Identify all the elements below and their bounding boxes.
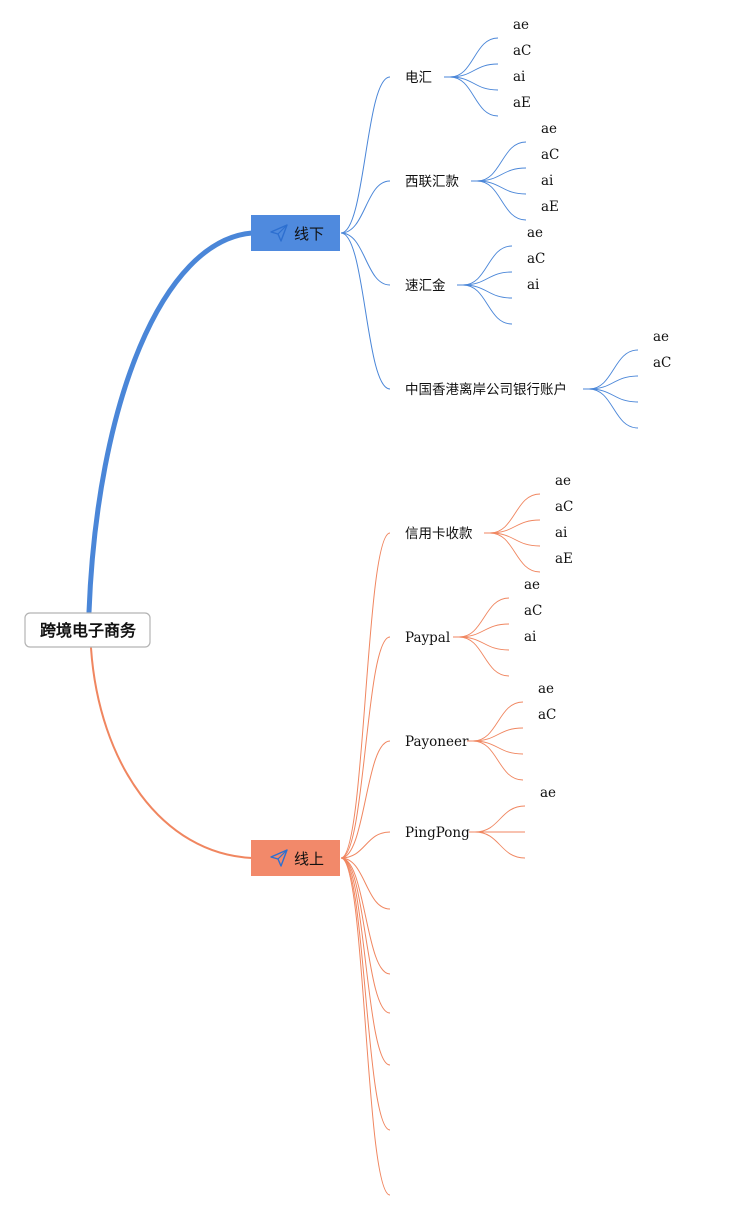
branch-node-online[interactable]: 线上 bbox=[251, 840, 340, 876]
leaf-label[interactable]: ai bbox=[555, 525, 568, 541]
leaf-label[interactable]: aC bbox=[513, 43, 531, 59]
leaf-line bbox=[449, 76, 499, 91]
leaf-line bbox=[458, 597, 510, 638]
leaf-label[interactable]: ai bbox=[541, 173, 554, 189]
leaf-label[interactable]: ae bbox=[540, 785, 556, 801]
send-icon bbox=[270, 224, 288, 242]
sub-branch-line bbox=[340, 636, 391, 859]
leaf-line bbox=[462, 271, 513, 286]
leaf-line bbox=[458, 636, 510, 677]
leaf-label[interactable]: ae bbox=[541, 121, 557, 137]
sub-branch-line bbox=[340, 831, 391, 859]
sub-branch-line bbox=[340, 180, 391, 234]
sub-branch-line bbox=[340, 857, 391, 1131]
sub-branch-line bbox=[340, 857, 391, 1066]
leaf-label[interactable]: aE bbox=[541, 199, 559, 215]
leaf-label[interactable]: aC bbox=[524, 603, 542, 619]
branch-node-box bbox=[251, 840, 340, 876]
sub-topic-label[interactable]: 中国香港离岸公司银行账户 bbox=[405, 381, 567, 398]
leaf-line bbox=[462, 245, 513, 286]
sub-topic-label[interactable]: Payoneer bbox=[405, 734, 469, 750]
main-branch-line bbox=[86, 230, 255, 615]
leaf-line bbox=[489, 532, 541, 547]
connector-lines bbox=[86, 37, 639, 1196]
leaf-label[interactable]: ai bbox=[527, 277, 540, 293]
leaf-line bbox=[476, 180, 527, 221]
leaf-label[interactable]: ae bbox=[513, 17, 529, 33]
main-branch-line bbox=[90, 647, 253, 859]
leaf-line bbox=[472, 740, 524, 781]
leaf-label[interactable]: ai bbox=[524, 629, 537, 645]
leaf-line bbox=[588, 375, 639, 390]
sub-topic-label[interactable]: PingPong bbox=[405, 825, 470, 841]
leaf-line bbox=[462, 284, 513, 325]
branch-node-box bbox=[251, 215, 340, 251]
leaf-line bbox=[458, 636, 510, 651]
leaf-label[interactable]: ae bbox=[527, 225, 543, 241]
sub-branch-line bbox=[340, 232, 391, 390]
leaf-label[interactable]: ae bbox=[538, 681, 554, 697]
leaf-label[interactable]: ae bbox=[653, 329, 669, 345]
sub-branch-line bbox=[340, 857, 391, 975]
send-icon bbox=[270, 849, 288, 867]
sub-branch-line bbox=[340, 857, 391, 1014]
sub-topic-label[interactable]: 电汇 bbox=[405, 70, 432, 86]
leaf-line bbox=[449, 63, 499, 78]
leaf-label[interactable]: ae bbox=[555, 473, 571, 489]
sub-branch-line bbox=[340, 232, 391, 286]
leaf-label[interactable]: aE bbox=[513, 95, 531, 111]
leaf-label[interactable]: aC bbox=[538, 707, 556, 723]
sub-topic-label[interactable]: 信用卡收款 bbox=[405, 526, 473, 542]
sub-branch-line bbox=[340, 76, 391, 234]
sub-branch-line bbox=[340, 532, 391, 859]
root-node[interactable]: 跨境电子商务 bbox=[24, 612, 151, 648]
leaf-line bbox=[472, 701, 524, 742]
leaf-label[interactable]: ae bbox=[524, 577, 540, 593]
leaf-line bbox=[476, 141, 527, 182]
branch-label: 线下 bbox=[294, 225, 324, 243]
leaf-line bbox=[458, 623, 510, 638]
leaf-line bbox=[472, 727, 524, 742]
leaf-line bbox=[588, 388, 639, 403]
leaf-line bbox=[472, 740, 524, 755]
root-label: 跨境电子商务 bbox=[40, 621, 137, 640]
leaf-line bbox=[489, 493, 541, 534]
sub-branch-line bbox=[340, 740, 391, 859]
map-nodes: 跨境电子商务 线下 电汇 ae aC ai aE 西联汇款 ae aC ai aE 速汇金 ae aC ai… bbox=[24, 17, 671, 876]
leaf-label[interactable]: aE bbox=[555, 551, 573, 567]
leaf-line bbox=[476, 167, 527, 182]
leaf-line bbox=[588, 388, 639, 429]
leaf-label[interactable]: aC bbox=[541, 147, 559, 163]
leaf-label[interactable]: aC bbox=[527, 251, 545, 267]
leaf-line bbox=[474, 805, 526, 833]
leaf-line bbox=[489, 532, 541, 573]
leaf-line bbox=[588, 349, 639, 390]
leaf-label[interactable]: ai bbox=[513, 69, 526, 85]
leaf-line bbox=[476, 180, 527, 195]
sub-branch-line bbox=[340, 857, 391, 1196]
sub-topic-label[interactable]: Paypal bbox=[405, 630, 450, 646]
sub-topic-label[interactable]: 速汇金 bbox=[405, 278, 446, 294]
branch-label: 线上 bbox=[294, 850, 324, 868]
leaf-line bbox=[462, 284, 513, 299]
leaf-label[interactable]: aC bbox=[555, 499, 573, 515]
leaf-line bbox=[449, 76, 499, 117]
branch-node-offline[interactable]: 线下 bbox=[251, 215, 340, 251]
leaf-label[interactable]: aC bbox=[653, 355, 671, 371]
sub-branch-line bbox=[340, 857, 391, 910]
leaf-line bbox=[474, 831, 526, 859]
sub-topic-label[interactable]: 西联汇款 bbox=[405, 174, 459, 190]
leaf-line bbox=[449, 37, 499, 78]
leaf-line bbox=[489, 519, 541, 534]
